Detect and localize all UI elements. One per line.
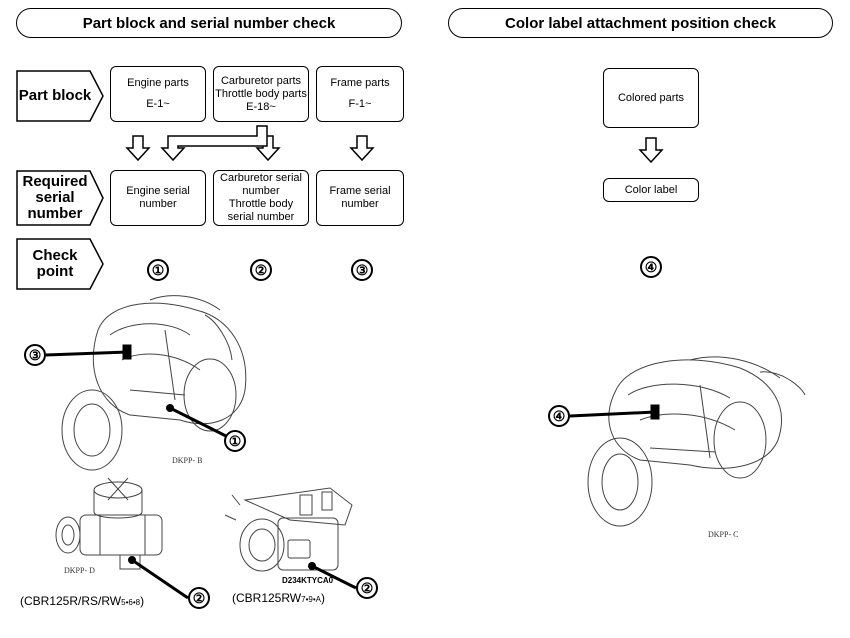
pointer-line-4 (569, 410, 656, 418)
pointer-line-2a (131, 558, 189, 600)
header-part-block-check: Part block and serial number check (16, 8, 402, 38)
row-label-text: Required (22, 173, 88, 190)
row-label-check-point: Check point (16, 238, 104, 290)
colored-parts-box: Colored parts (603, 68, 699, 128)
box-line: Throttle body (228, 198, 294, 210)
box-line: Colored parts (617, 91, 685, 104)
check-point-1: ① (147, 259, 169, 281)
motorcycle-left-drawing (61, 295, 247, 471)
drawing-ref-d: DKPP- D (64, 566, 95, 575)
box-line: E-18~ (246, 100, 276, 113)
down-arrow-icon (125, 135, 151, 162)
marker-1: ① (224, 430, 246, 452)
caption-text: (CBR125RW (232, 591, 302, 605)
bent-arrow-icon (160, 125, 268, 162)
down-arrow-icon (255, 135, 281, 162)
throttle-model-caption: (CBR125RW7•9•A) (232, 591, 325, 605)
marker-3: ③ (24, 344, 46, 366)
row-label-required-serial: Required serial number (16, 170, 104, 226)
box-line: Throttle body parts (215, 87, 307, 100)
box-line: number (139, 198, 177, 210)
carburetor-model-caption: (CBR125R/RS/RW5•6•8) (20, 594, 144, 608)
serial-box-frame: Frame serial number (316, 170, 404, 226)
check-point-3: ③ (351, 259, 373, 281)
row-label-text: Check (32, 247, 78, 264)
pointer-line-3 (45, 350, 129, 357)
row-label-text: Part block (18, 87, 92, 104)
header-color-label-check: Color label attachment position check (448, 8, 833, 38)
row-label-part-block: Part block (16, 70, 104, 122)
box-line: E-1~ (146, 98, 170, 110)
part-block-engine: Engine parts E-1~ (110, 66, 206, 122)
caption-text: (CBR125R/RS/RW (20, 594, 122, 608)
pentagon-arrow-shape (16, 70, 104, 122)
caption-subscript: 5•6•8 (121, 598, 141, 607)
drawing-ref-c: DKPP- C (708, 530, 739, 539)
pointer-line-1 (169, 406, 231, 440)
box-line: Frame parts (330, 77, 390, 89)
box-line: serial number (227, 211, 295, 223)
drawing-ref-b: DKPP- B (172, 456, 203, 465)
row-label-text: number (27, 205, 83, 222)
pentagon-arrow-shape (16, 170, 104, 226)
serial-box-carburetor: Carburetor serial number Throttle body s… (213, 170, 309, 226)
row-label-text: point (36, 263, 74, 280)
box-line: Engine parts (127, 77, 189, 89)
pentagon-arrow-shape (16, 238, 104, 290)
serial-number-sample: D234KTYCA0 (282, 576, 334, 585)
part-block-frame: Frame parts F-1~ (316, 66, 404, 122)
row-label-text: serial (35, 189, 75, 206)
pointer-line-2b (311, 564, 357, 590)
check-point-2: ② (250, 259, 272, 281)
down-arrow-icon (638, 137, 664, 164)
motorcycle-right-drawing (587, 356, 806, 527)
color-label-box: Color label (603, 178, 699, 202)
box-line: Carburetor parts (220, 74, 302, 87)
carburetor-drawing (55, 477, 163, 570)
caption-text: ) (140, 594, 145, 608)
caption-text: ) (320, 591, 325, 605)
box-line: Frame serial (329, 185, 391, 197)
marker-2-throttle: ② (356, 577, 378, 599)
box-line: Engine serial (126, 185, 190, 197)
marker-4: ④ (548, 405, 570, 427)
caption-subscript: 7•9•A (301, 595, 321, 604)
box-line: number (341, 198, 379, 210)
box-line: number (242, 185, 280, 197)
throttle-body-drawing (224, 487, 353, 572)
serial-box-engine: Engine serial number (110, 170, 206, 226)
marker-2-carburetor: ② (188, 587, 210, 609)
box-line: Color label (624, 183, 678, 196)
part-block-carburetor: Carburetor parts Throttle body parts E-1… (213, 66, 309, 122)
down-arrow-icon (349, 135, 375, 162)
box-line: F-1~ (348, 98, 372, 110)
box-line: Carburetor serial (220, 172, 302, 184)
check-point-4: ④ (640, 256, 662, 278)
